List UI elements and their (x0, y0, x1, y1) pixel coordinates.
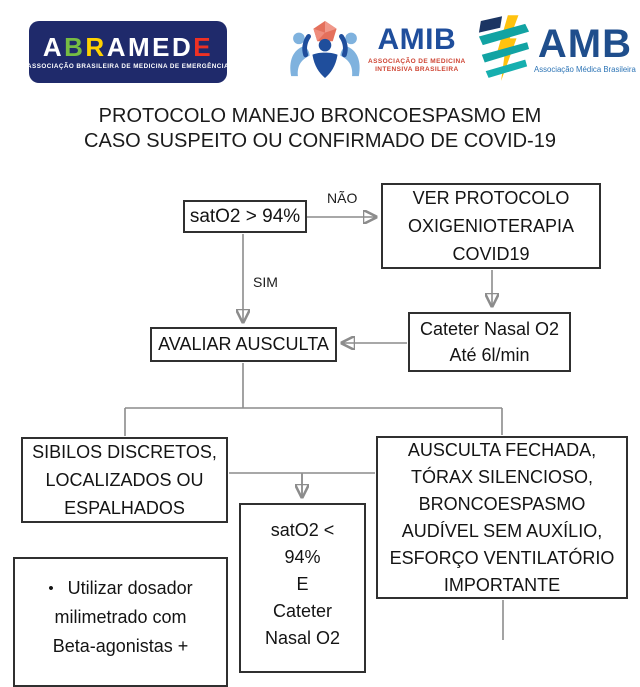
page-title-line1: PROTOCOLO MANEJO BRONCOESPASMO EM (98, 105, 542, 127)
node-line: LOCALIZADOS OU (45, 470, 204, 490)
edge-label-nao: NÃO (327, 190, 358, 206)
node-line: Nasal O2 (264, 628, 341, 648)
amib-subtitle: ASSOCIAÇÃO DE MEDICINA INTENSIVA BRASILE… (368, 58, 466, 73)
abramede-wordmark: ABRAMEDE (43, 33, 213, 61)
node-label: satO2 > 94% (189, 205, 301, 227)
node-line: ESFORÇO VENTILATÓRIO (389, 547, 615, 568)
amib-people-icon (290, 20, 360, 78)
node-utilizar-dosador: • Utilizar dosador milimetrado com Beta-… (13, 557, 228, 687)
abramede-letter: D (172, 31, 194, 62)
node-sato2-below-94: satO2 < 94% E Cateter Nasal O2 (239, 503, 366, 673)
node-ver-protocolo-oxigenioterapia: VER PROTOCOLO OXIGENIOTERAPIA COVID19 (381, 183, 601, 269)
amb-staff-icon (478, 15, 530, 81)
abramede-letter: E (152, 31, 172, 62)
node-line: satO2 < (270, 520, 335, 540)
abramede-subtitle: ASSOCIAÇÃO BRASILEIRA DE MEDICINA DE EME… (27, 62, 229, 70)
node-line: AUDÍVEL SEM AUXÍLIO, (401, 520, 603, 541)
abramede-letter: A (106, 31, 128, 62)
page-title-line2: CASO SUSPEITO OU CONFIRMADO DE COVID-19 (84, 130, 556, 152)
amib-wordmark: AMIB (377, 23, 457, 56)
node-line: VER PROTOCOLO (412, 188, 570, 208)
node-line: SIBILOS DISCRETOS, (32, 442, 217, 462)
node-line: Cateter Nasal O2 (419, 319, 560, 339)
node-cateter-nasal-o2: Cateter Nasal O2 Até 6l/min (408, 312, 571, 372)
abramede-logo: ABRAMEDE ASSOCIAÇÃO BRASILEIRA DE MEDICI… (27, 21, 229, 83)
node-sato2-above-94: satO2 > 94% (183, 200, 307, 233)
bullet-icon: • (48, 580, 54, 597)
node-ausculta-fechada: AUSCULTA FECHADA, TÓRAX SILENCIOSO, BRON… (376, 436, 628, 599)
page-title: PROTOCOLO MANEJO BRONCOESPASMO EM CASO S… (0, 104, 640, 154)
node-line: Cateter (272, 601, 333, 621)
node-line: Beta-agonistas + (52, 636, 189, 656)
abramede-letter: R (85, 31, 107, 62)
abramede-letter: B (64, 31, 86, 62)
node-label: AVALIAR AUSCULTA (158, 334, 329, 354)
node-line: milimetrado com (54, 607, 187, 627)
branch-sibilos-to-ausculta (229, 472, 375, 496)
amb-subtitle: Associação Médica Brasileira (534, 64, 636, 74)
abramede-letter: M (127, 31, 153, 62)
node-line: E (296, 574, 309, 594)
abramede-letter: A (42, 31, 65, 62)
amib-subtitle-line1: ASSOCIAÇÃO DE MEDICINA (368, 58, 466, 65)
node-avaliar-ausculta: AVALIAR AUSCULTA (150, 327, 337, 362)
node-line: ESPALHADOS (64, 498, 185, 518)
node-line: OXIGENIOTERAPIA (407, 216, 575, 236)
node-line: 94% (284, 547, 321, 567)
node-sibilos-discretos: SIBILOS DISCRETOS, LOCALIZADOS OU ESPALH… (21, 437, 228, 523)
node-line: IMPORTANTE (443, 574, 561, 595)
amb-wordmark: AMB (537, 21, 632, 66)
amib-logo: AMIB ASSOCIAÇÃO DE MEDICINA INTENSIVA BR… (287, 20, 466, 78)
amib-subtitle-line2: INTENSIVA BRASILEIRA (375, 65, 459, 73)
node-line: Até 6l/min (449, 345, 530, 365)
edge-label-sim: SIM (253, 274, 278, 290)
node-line: COVID19 (452, 244, 530, 264)
node-line: Utilizar dosador (67, 578, 193, 598)
node-line: AUSCULTA FECHADA, (407, 439, 597, 460)
amb-logo: AMB Associação Médica Brasileira (477, 15, 636, 83)
abramede-letter: E (193, 31, 214, 62)
branch-avaliar-split (124, 363, 503, 436)
node-line: BRONCOESPASMO (418, 493, 586, 514)
node-line: TÓRAX SILENCIOSO, (410, 466, 594, 487)
node-bullet-line: • Utilizar dosador (48, 574, 192, 603)
